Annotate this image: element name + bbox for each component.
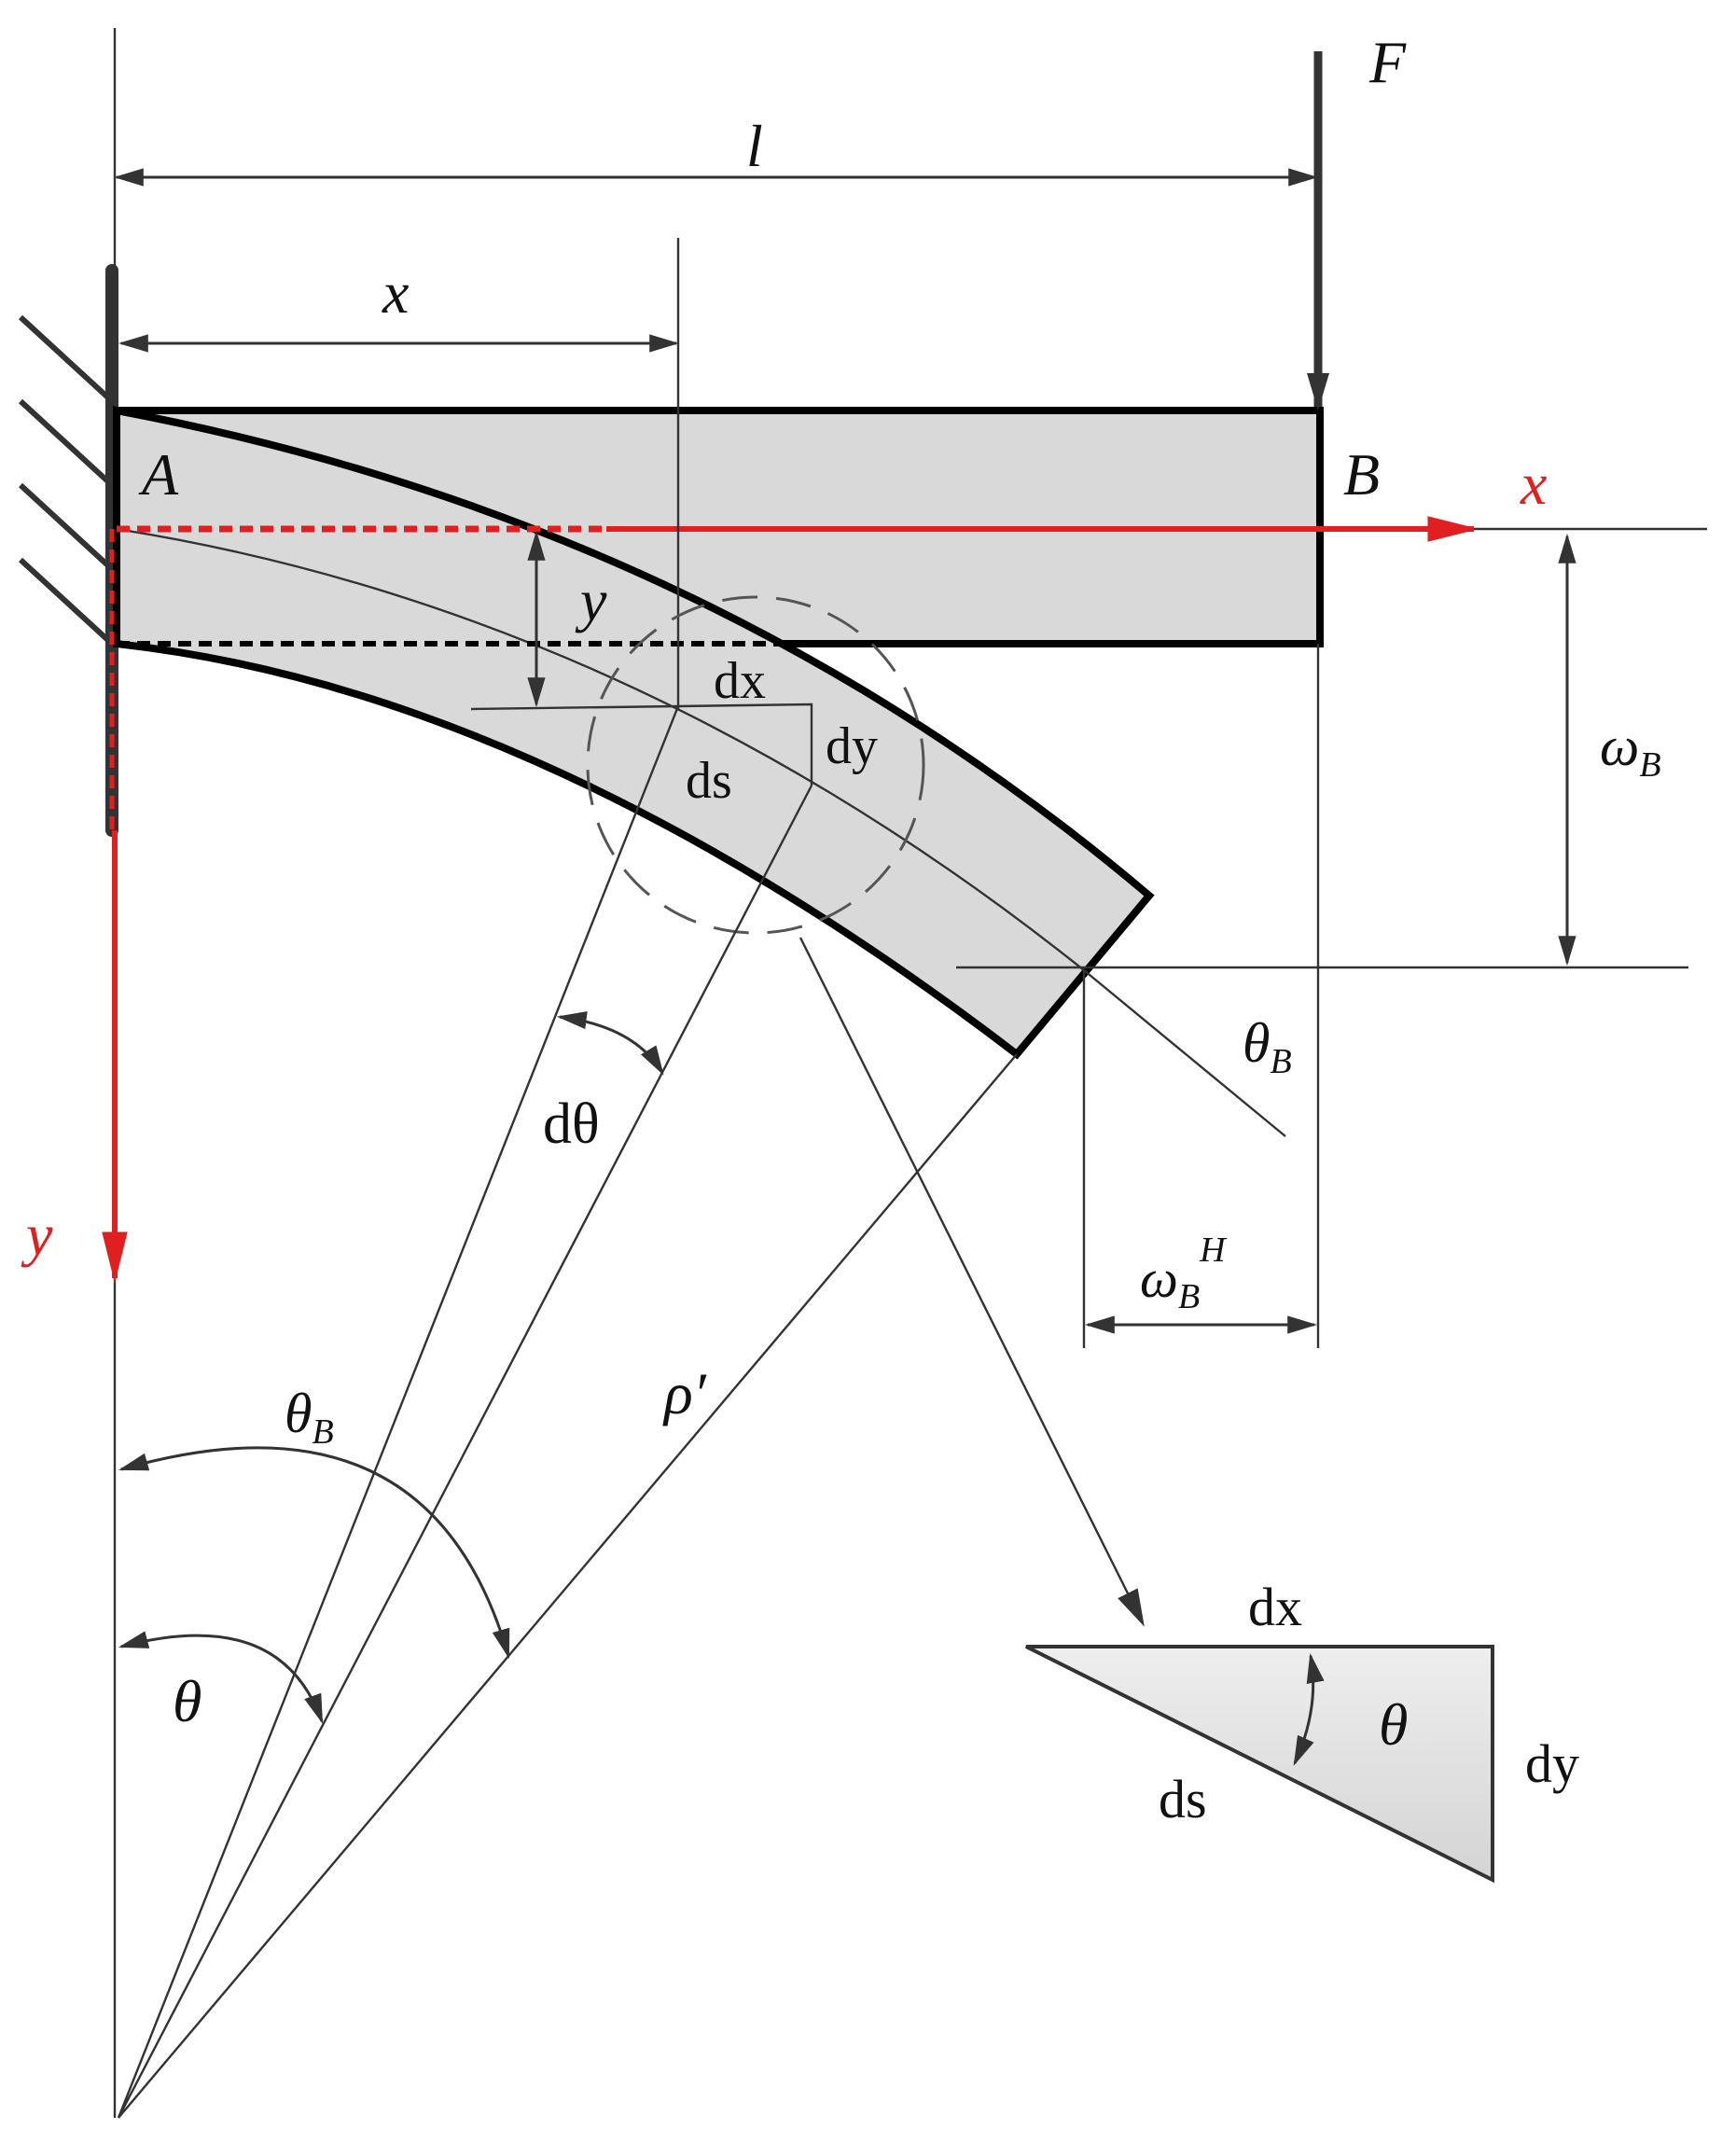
radius-label: ρ′ (662, 1360, 707, 1426)
fixed-support-hatch (18, 264, 118, 837)
point-a-label: A (138, 441, 179, 508)
point-b-label: B (1343, 441, 1380, 508)
element-detail-circle (586, 595, 925, 935)
triangle-theta-arc (1293, 1652, 1325, 1766)
position-label: x (382, 259, 409, 326)
deformed-beam (113, 406, 1155, 1060)
d-theta-arc (556, 1011, 664, 1076)
theta-b-label: θB (285, 1383, 334, 1452)
force-label: F (1368, 29, 1407, 95)
horizontal-shift-symbol: ω (1140, 1248, 1178, 1309)
tip-angle-label: θB (1243, 1012, 1292, 1081)
x-axis-label: x (1520, 451, 1547, 517)
dx-label: dx (714, 652, 766, 710)
d-theta-label: dθ (543, 1092, 600, 1156)
triangle-theta-label: θ (1379, 1691, 1408, 1758)
element-triangle (677, 702, 813, 786)
y-axis-label: y (21, 1202, 53, 1268)
tip-deflection-sub: B (1639, 745, 1660, 785)
theta-arc (118, 1631, 324, 1725)
triangle-dy-label: dy (1525, 1733, 1579, 1794)
deformed-neutral-axis (116, 527, 1085, 971)
detail-pointer-arrow (799, 937, 1145, 1627)
tip-angle-sub: B (1270, 1042, 1291, 1081)
tip-angle-symbol: θ (1243, 1012, 1270, 1074)
horizontal-shift-sup: H (1199, 1231, 1228, 1270)
triangle-dx-label: dx (1248, 1577, 1302, 1637)
differential-triangle (1025, 1645, 1494, 1884)
deflection-label: y (575, 567, 607, 633)
horizontal-shift-sub: B (1178, 1277, 1200, 1316)
element-tangent-line (470, 704, 679, 711)
tip-tangent-line (1083, 969, 1286, 1137)
theta-b-arc (118, 1446, 510, 1660)
tip-deflection-label: ωB (1600, 716, 1661, 785)
theta-b-sub: B (312, 1412, 333, 1452)
tip-deflection-symbol: ω (1600, 716, 1639, 777)
theta-label: θ (173, 1668, 201, 1734)
dy-label: dy (826, 717, 878, 775)
ds-label: ds (686, 752, 732, 810)
radius-lines (117, 705, 1018, 2119)
theta-b-symbol: θ (285, 1383, 312, 1444)
triangle-ds-label: ds (1159, 1769, 1207, 1829)
horizontal-shift-label: ωBH (1140, 1231, 1228, 1316)
length-label: l (746, 113, 763, 179)
